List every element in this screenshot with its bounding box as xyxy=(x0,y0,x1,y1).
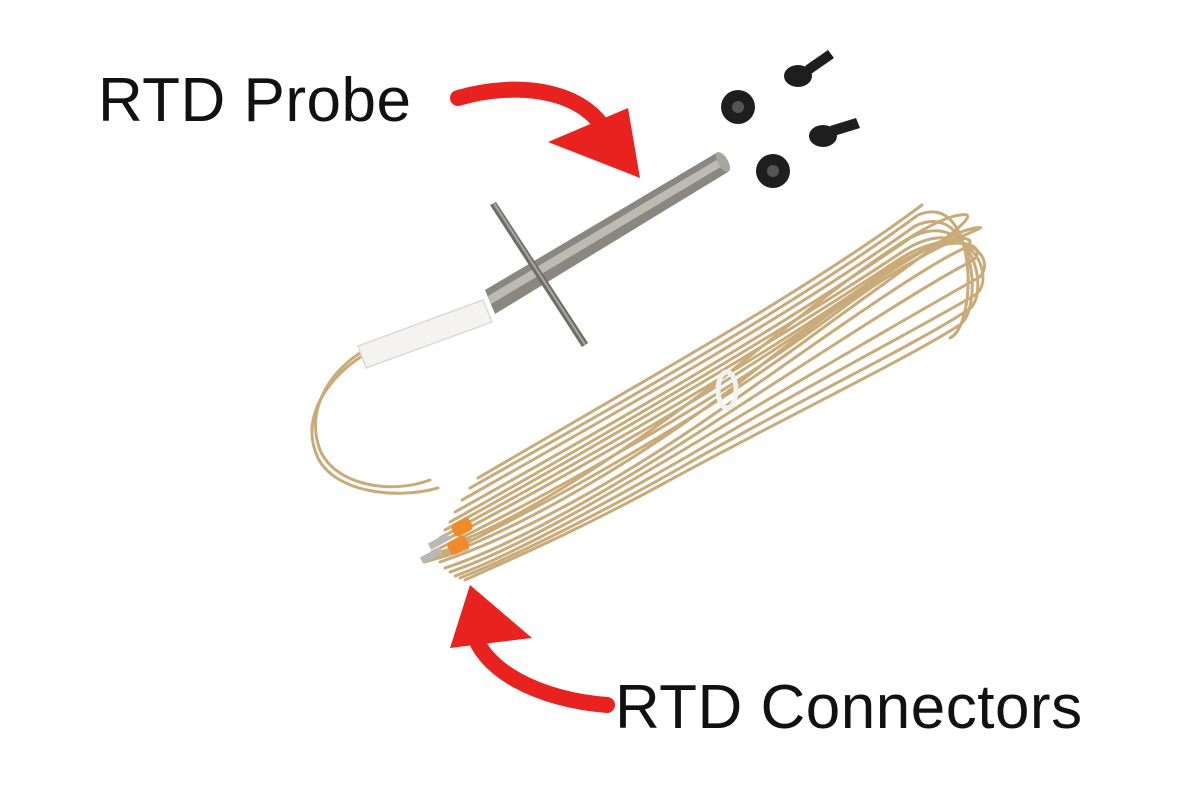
probe-body xyxy=(485,152,730,347)
rtd-probe-label: RTD Probe xyxy=(98,66,412,135)
mounting-hardware xyxy=(721,50,860,188)
curved-arrow-icon xyxy=(450,81,640,178)
nut-top xyxy=(721,90,755,124)
cable-coil xyxy=(310,203,986,582)
screw-bottom xyxy=(809,118,860,147)
rtd-connectors-label: RTD Connectors xyxy=(615,673,1083,742)
probe-sleeve xyxy=(357,299,493,369)
rtd-connectors xyxy=(419,517,473,564)
screw-top xyxy=(784,50,834,87)
curved-arrow-icon xyxy=(450,585,615,713)
cable-tie xyxy=(715,369,739,411)
nut-bottom xyxy=(756,154,790,188)
